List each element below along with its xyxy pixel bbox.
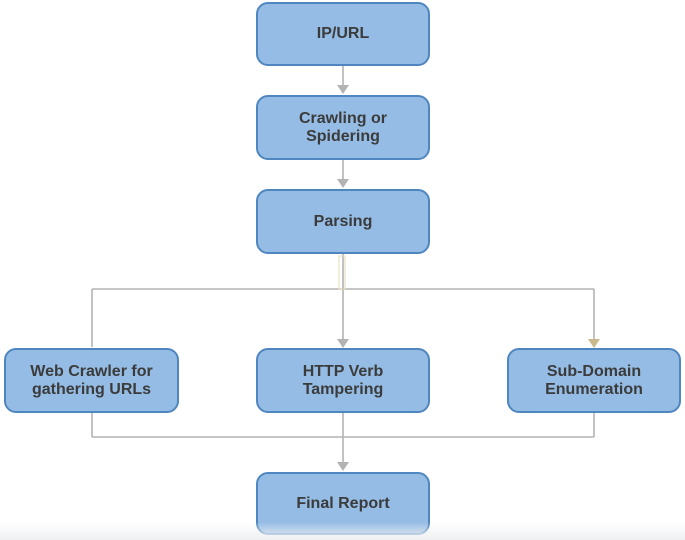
node-sub-domain: Sub-Domain Enumeration bbox=[507, 348, 681, 413]
node-label: Web Crawler for gathering URLs bbox=[30, 362, 153, 398]
node-http-verb: HTTP Verb Tampering bbox=[256, 348, 430, 413]
node-label: Sub-Domain Enumeration bbox=[545, 362, 643, 398]
node-crawling: Crawling or Spidering bbox=[256, 95, 430, 160]
arrowhead-http-verb bbox=[337, 339, 349, 348]
node-ip-url: IP/URL bbox=[256, 2, 430, 66]
bottom-edge-shadow bbox=[0, 522, 685, 540]
junction-marker bbox=[338, 255, 346, 290]
node-label: IP/URL bbox=[316, 25, 370, 42]
arrowhead-sub-domain bbox=[588, 339, 600, 348]
node-label: Final Report bbox=[296, 494, 390, 512]
arrowhead-crawling bbox=[337, 85, 349, 94]
node-web-crawler: Web Crawler for gathering URLs bbox=[4, 348, 179, 413]
arrowheads bbox=[337, 85, 600, 471]
node-label: Crawling or Spidering bbox=[298, 109, 387, 145]
arrowhead-parsing bbox=[337, 179, 349, 188]
node-label: Parsing bbox=[313, 212, 373, 230]
node-label: HTTP Verb Tampering bbox=[302, 362, 384, 398]
arrowhead-final-report bbox=[337, 462, 349, 471]
node-parsing: Parsing bbox=[256, 189, 430, 254]
